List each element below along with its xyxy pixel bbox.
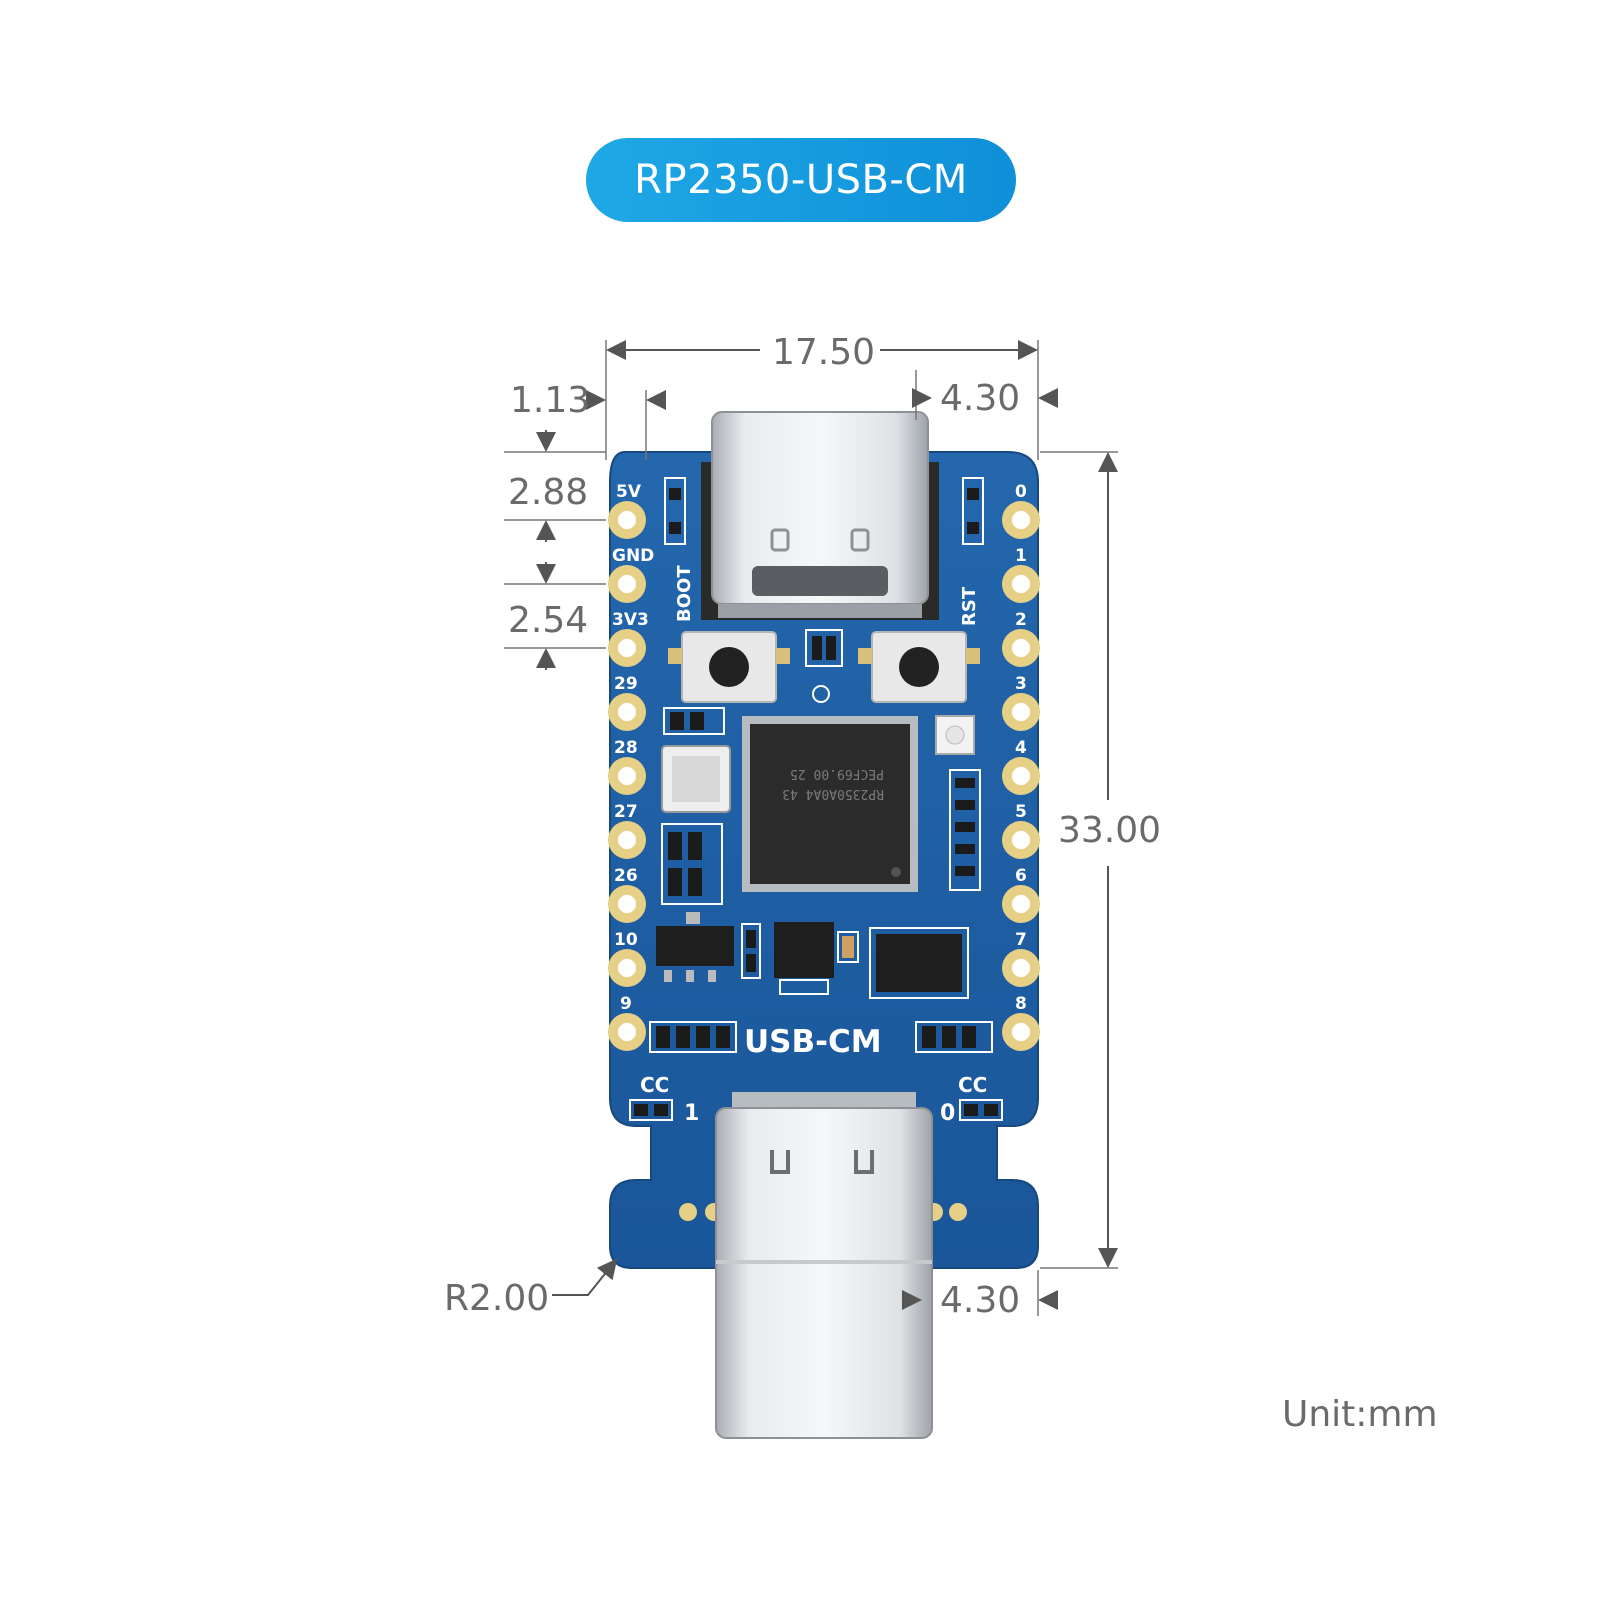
pin-label: 5V: [616, 482, 642, 502]
dimension-height: 33.00: [1058, 810, 1161, 851]
top-usb-c-connector: [701, 411, 939, 620]
pin-label: 8: [1015, 994, 1027, 1014]
voltage-regulator: [656, 912, 734, 982]
rst-jumper-footprint: [962, 477, 984, 545]
product-title-badge: RP2350-USB-CM: [586, 138, 1016, 222]
right-pin-header: [1002, 501, 1040, 1051]
pin-pad: [608, 821, 646, 859]
pin-pad: [1002, 501, 1040, 539]
pin-label: 2: [1015, 610, 1027, 630]
small-passive: [741, 923, 761, 979]
pin-label: 29: [614, 674, 638, 694]
pin-pad: [1002, 757, 1040, 795]
usb-mux-chip: [869, 927, 969, 999]
small-passives-top: [805, 629, 843, 703]
pin-label: 10: [614, 930, 638, 950]
dimension-corner-radius: R2.00: [444, 1278, 549, 1319]
pin-label: 7: [1015, 930, 1027, 950]
pin-pad: [608, 629, 646, 667]
cc-label-left: CC: [640, 1073, 669, 1097]
pin-pad: [1002, 565, 1040, 603]
dimension-annotations: [504, 340, 1118, 1316]
pin-pad: [1002, 1013, 1040, 1051]
chip-marking: PECF69.00 25: [790, 766, 884, 781]
right-pin-labels: 0 1 2 3 4 5 6 7 8: [1015, 482, 1027, 1014]
cc-label-right: CC: [958, 1073, 987, 1097]
left-pin-labels: 5V GND 3V3 29 28 27 26 10 9: [612, 482, 654, 1014]
cc-number-left-value: 1: [684, 1101, 699, 1126]
bottom-usb-c-plug: [715, 1092, 933, 1439]
cc-jumper-right: [959, 1099, 1003, 1121]
reset-label: RST: [959, 586, 980, 626]
pin-label: 4: [1015, 738, 1027, 758]
dimension-first-pin: 2.88: [508, 472, 588, 513]
pin-pad: [608, 1013, 646, 1051]
rp2350-chip: RP2350A0A4 43 PECF69.00 25: [742, 716, 918, 892]
pin-pad: [1002, 821, 1040, 859]
dimension-pin-pitch: 2.54: [508, 600, 588, 641]
pin-label: 3V3: [612, 610, 649, 630]
cc-number-right-value: 0: [940, 1101, 955, 1126]
boot-label: BOOT: [674, 565, 695, 622]
resistor-array-left: [649, 1021, 737, 1053]
rgb-led: [935, 715, 975, 755]
pin-pad: [1002, 885, 1040, 923]
pin-pad: [608, 501, 646, 539]
boot-jumper-footprint: [664, 477, 686, 545]
pin-label: 6: [1015, 866, 1027, 886]
small-passive: [837, 931, 859, 963]
pin-pad: [608, 885, 646, 923]
unit-label: Unit:mm: [1282, 1394, 1438, 1435]
small-passives-left: [661, 707, 725, 905]
pin-pad: [1002, 629, 1040, 667]
chip-marking: RP2350A0A4 43: [782, 786, 884, 801]
pin-label: 9: [620, 994, 632, 1014]
pin-label: 27: [614, 802, 638, 822]
resistor-array-right: [915, 1021, 993, 1053]
boot-button: [668, 631, 790, 703]
pin-label: 28: [614, 738, 638, 758]
pin-label: 5: [1015, 802, 1027, 822]
pin-pad: [608, 757, 646, 795]
pin-pad: [608, 565, 646, 603]
dimension-width: 17.50: [772, 332, 875, 373]
crystal-oscillator: [661, 745, 731, 813]
pin-label: 1: [1015, 546, 1027, 566]
pin-label: GND: [612, 546, 654, 566]
dimension-bottom-connector: 4.30: [940, 1280, 1020, 1321]
pin-label: 3: [1015, 674, 1027, 694]
pin-label: 26: [614, 866, 638, 886]
left-pin-header: [608, 501, 646, 1051]
pin-pad: [1002, 949, 1040, 987]
dimension-top-connector: 4.30: [940, 378, 1020, 419]
pin-pad: [608, 693, 646, 731]
pin-pad: [608, 949, 646, 987]
pin-pad: [1002, 693, 1040, 731]
reset-button: [858, 631, 980, 703]
pin-label: 0: [1015, 482, 1027, 502]
flash-chip: [774, 922, 834, 995]
cc-jumper-left: [629, 1099, 673, 1121]
dimension-left-offset: 1.13: [510, 380, 590, 421]
board-name-label: USB-CM: [744, 1024, 882, 1060]
small-passives-right: [949, 769, 981, 891]
